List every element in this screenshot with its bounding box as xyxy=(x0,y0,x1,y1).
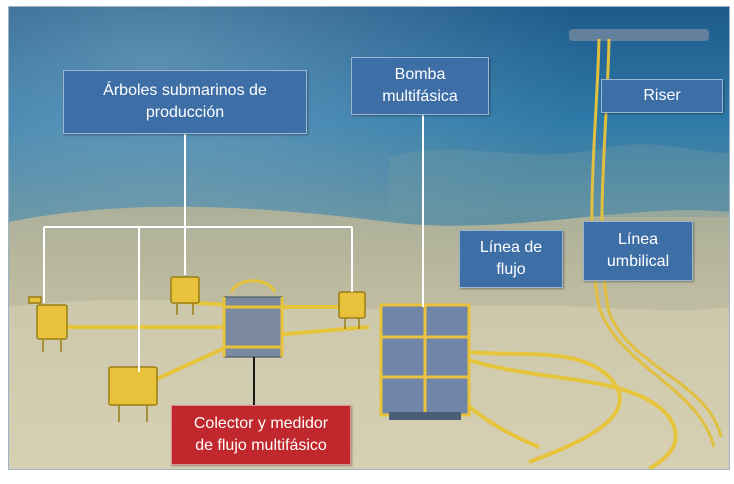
manifold-icon xyxy=(222,279,284,358)
riser-lines xyxy=(590,38,723,448)
connector-lines xyxy=(43,115,424,372)
subsea-tree-icon xyxy=(28,296,68,352)
label-linea-flujo: Línea de flujo xyxy=(459,230,563,288)
subsea-tree-icon xyxy=(108,366,158,422)
label-linea-flujo-line1: Línea de xyxy=(479,239,543,256)
subsea-tree-icon xyxy=(170,276,200,315)
label-arboles-line1: Árboles submarinos de xyxy=(103,82,267,99)
label-colector-line2: de flujo multifásico xyxy=(195,437,327,454)
label-linea-umbilical-line1: Línea xyxy=(617,231,659,248)
label-colector: Colector y medidor de flujo multifásico xyxy=(171,405,351,465)
label-arboles-line2: producción xyxy=(145,104,225,121)
label-riser: Riser xyxy=(601,79,723,113)
label-linea-umbilical: Línea umbilical xyxy=(583,221,693,281)
label-arboles: Árboles submarinos de producción xyxy=(63,70,307,134)
label-linea-umbilical-line2: umbilical xyxy=(606,253,670,270)
subsea-tree-icon xyxy=(338,291,366,329)
vessel-hull xyxy=(569,29,709,41)
label-bomba-line1: Bomba xyxy=(394,66,446,83)
label-colector-line1: Colector y medidor xyxy=(193,415,329,432)
pump-icon xyxy=(379,303,471,420)
subsea-diagram: Árboles submarinos de producción Bomba m… xyxy=(8,6,730,470)
label-linea-flujo-line2: flujo xyxy=(496,261,526,278)
label-bomba: Bomba multifásica xyxy=(351,57,489,115)
label-riser-text: Riser xyxy=(643,87,681,104)
label-bomba-line2: multifásica xyxy=(382,88,458,105)
